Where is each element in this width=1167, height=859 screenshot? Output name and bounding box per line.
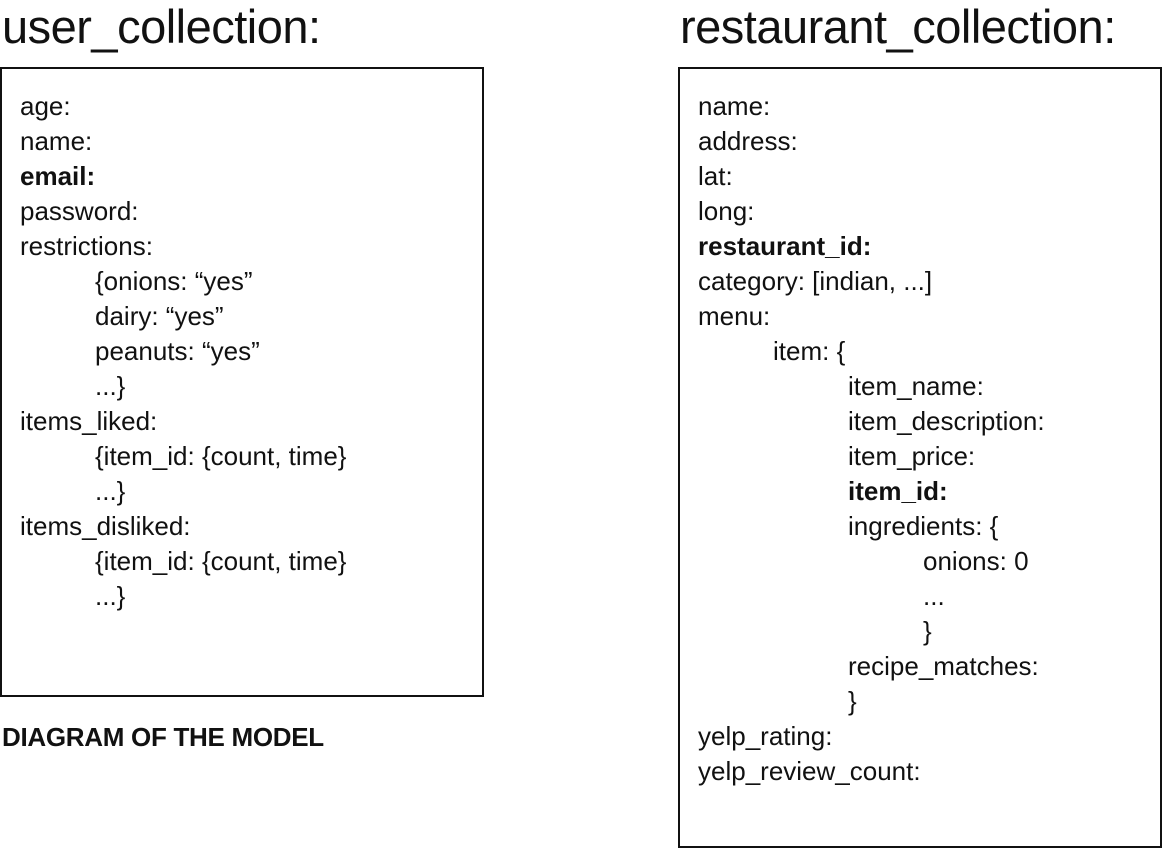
user-collection-fields: age: name: email: password: restrictions: {on…: [20, 89, 346, 614]
user-collection-box: age: name: email: password: restrictions: {on…: [0, 67, 484, 697]
restaurant-collection-field-line: yelp_review_count:: [698, 756, 921, 786]
restaurant-collection-field-line: category: [indian, ...]: [698, 266, 933, 296]
restaurant-collection-field-line: item: {: [773, 336, 846, 366]
restaurant-collection-field-line: }: [848, 686, 857, 716]
user-collection-field-line: password:: [20, 196, 139, 226]
restaurant-collection-field-line: item_description:: [848, 406, 1045, 436]
user-collection-field-line: age:: [20, 91, 71, 121]
user-collection-field-line: items_disliked:: [20, 511, 191, 541]
restaurant-collection-field-line: name:: [698, 91, 771, 121]
restaurant-collection-field-line: onions: 0: [923, 546, 1029, 576]
user-collection-field-line: peanuts: “yes”: [95, 336, 260, 366]
restaurant-collection-field-line: restaurant_id:: [698, 231, 872, 261]
restaurant-collection-box: name: address: lat: long: restaurant_id:cate…: [678, 67, 1162, 848]
restaurant-collection-field-line: }: [923, 616, 932, 646]
user-collection-field-line: items_liked:: [20, 406, 158, 436]
restaurant-collection-field-line: menu:: [698, 301, 771, 331]
user-collection-title: user_collection:: [2, 0, 321, 53]
restaurant-collection-field-line: lat:: [698, 161, 733, 191]
restaurant-collection-field-line: item_price:: [848, 441, 976, 471]
user-collection-field-line: email:: [20, 161, 96, 191]
user-collection-field-line: {item_id: {count, time}: [95, 441, 347, 471]
restaurant-collection-field-line: address:: [698, 126, 798, 156]
restaurant-collection-field-line: yelp_rating:: [698, 721, 833, 751]
restaurant-collection-title: restaurant_collection:: [680, 0, 1116, 53]
user-collection-field-line: ...}: [95, 476, 126, 506]
restaurant-collection-field-line: item_name:: [848, 371, 984, 401]
diagram-caption: DIAGRAM OF THE MODEL: [2, 722, 324, 752]
restaurant-collection-field-line: ingredients: {: [848, 511, 999, 541]
restaurant-collection-field-line: recipe_matches:: [848, 651, 1039, 681]
restaurant-collection-field-line: item_id:: [848, 476, 948, 506]
user-collection-field-line: ...}: [95, 371, 126, 401]
user-collection-field-line: {onions: “yes”: [95, 266, 253, 296]
user-collection-field-line: name:: [20, 126, 93, 156]
restaurant-collection-field-line: ...: [923, 581, 945, 611]
restaurant-collection-field-line: long:: [698, 196, 755, 226]
user-collection-field-line: dairy: “yes”: [95, 301, 224, 331]
user-collection-field-line: ...}: [95, 581, 126, 611]
restaurant-collection-fields: name: address: lat: long: restaurant_id:cate…: [698, 89, 1045, 789]
user-collection-field-line: restrictions:: [20, 231, 153, 261]
user-collection-field-line: {item_id: {count, time}: [95, 546, 347, 576]
